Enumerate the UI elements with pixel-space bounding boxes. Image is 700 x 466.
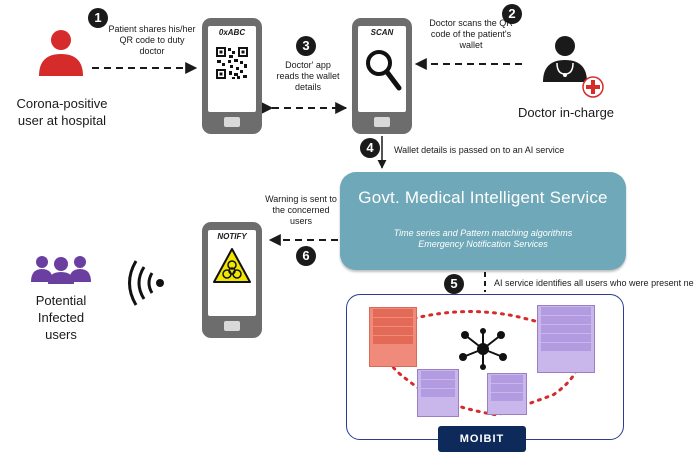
scan-phone: SCAN [352,18,412,134]
moibit-logo: MOIBIT [438,426,526,452]
wallet-phone-home-button [224,117,240,127]
step-2-badge: 2 [502,4,522,24]
service-title: Govt. Medical Intelligent Service [358,188,608,207]
wallet-phone-title: 0xABC [218,28,246,37]
biohazard-icon [213,248,251,283]
step-3-badge: 3 [296,36,316,56]
medical-cross-icon [582,76,604,98]
doctor-icon [543,36,587,82]
qr-code-icon [215,46,249,80]
data-card-bottom-right [487,373,527,415]
notify-phone-title: NOTIFY [217,232,247,241]
wireless-signal-icon [128,260,164,306]
step-4-badge: 4 [360,138,380,158]
scan-phone-home-button [374,117,390,127]
group-users-icon [31,256,91,284]
step-1-badge: 1 [88,8,108,28]
step-6-text: Warning is sent to the concerned users [265,194,337,226]
govt-medical-service: Govt. Medical Intelligent Service Time s… [340,172,626,270]
moibit-network [346,294,624,440]
step-6-badge: 6 [296,246,316,266]
patient-label: Corona-positive user at hospital [16,96,108,128]
step-4-text: Wallet details is passed on to an AI ser… [394,145,565,155]
magnifier-icon [366,50,402,91]
step-5-badge: 5 [444,274,464,294]
notify-phone-home-button [224,321,240,331]
user-icon [39,30,83,76]
service-line-1: Time series and Pattern matching algorit… [393,228,573,238]
data-card-bottom-left [417,369,459,417]
infected-label: Potential Infected users [35,293,87,342]
doctor-label: Doctor in-charge [517,105,615,120]
step-3-text: Doctor' app reads the wallet details [276,60,340,92]
data-card-right [537,305,595,373]
wallet-phone: 0xABC [202,18,262,134]
network-icon [459,328,507,370]
data-card-red [369,307,417,367]
scan-phone-title: SCAN [370,28,394,37]
red-dotted-path [382,310,581,417]
notify-phone: NOTIFY [202,222,262,338]
step-5-text: AI service identifies all users who were… [494,278,694,288]
step-2-text: Doctor scans the QR code of the patient'… [429,18,513,50]
service-line-2: Emergency Notification Services [418,239,548,249]
step-1-text: Patient shares his/her QR code to duty d… [108,24,196,56]
